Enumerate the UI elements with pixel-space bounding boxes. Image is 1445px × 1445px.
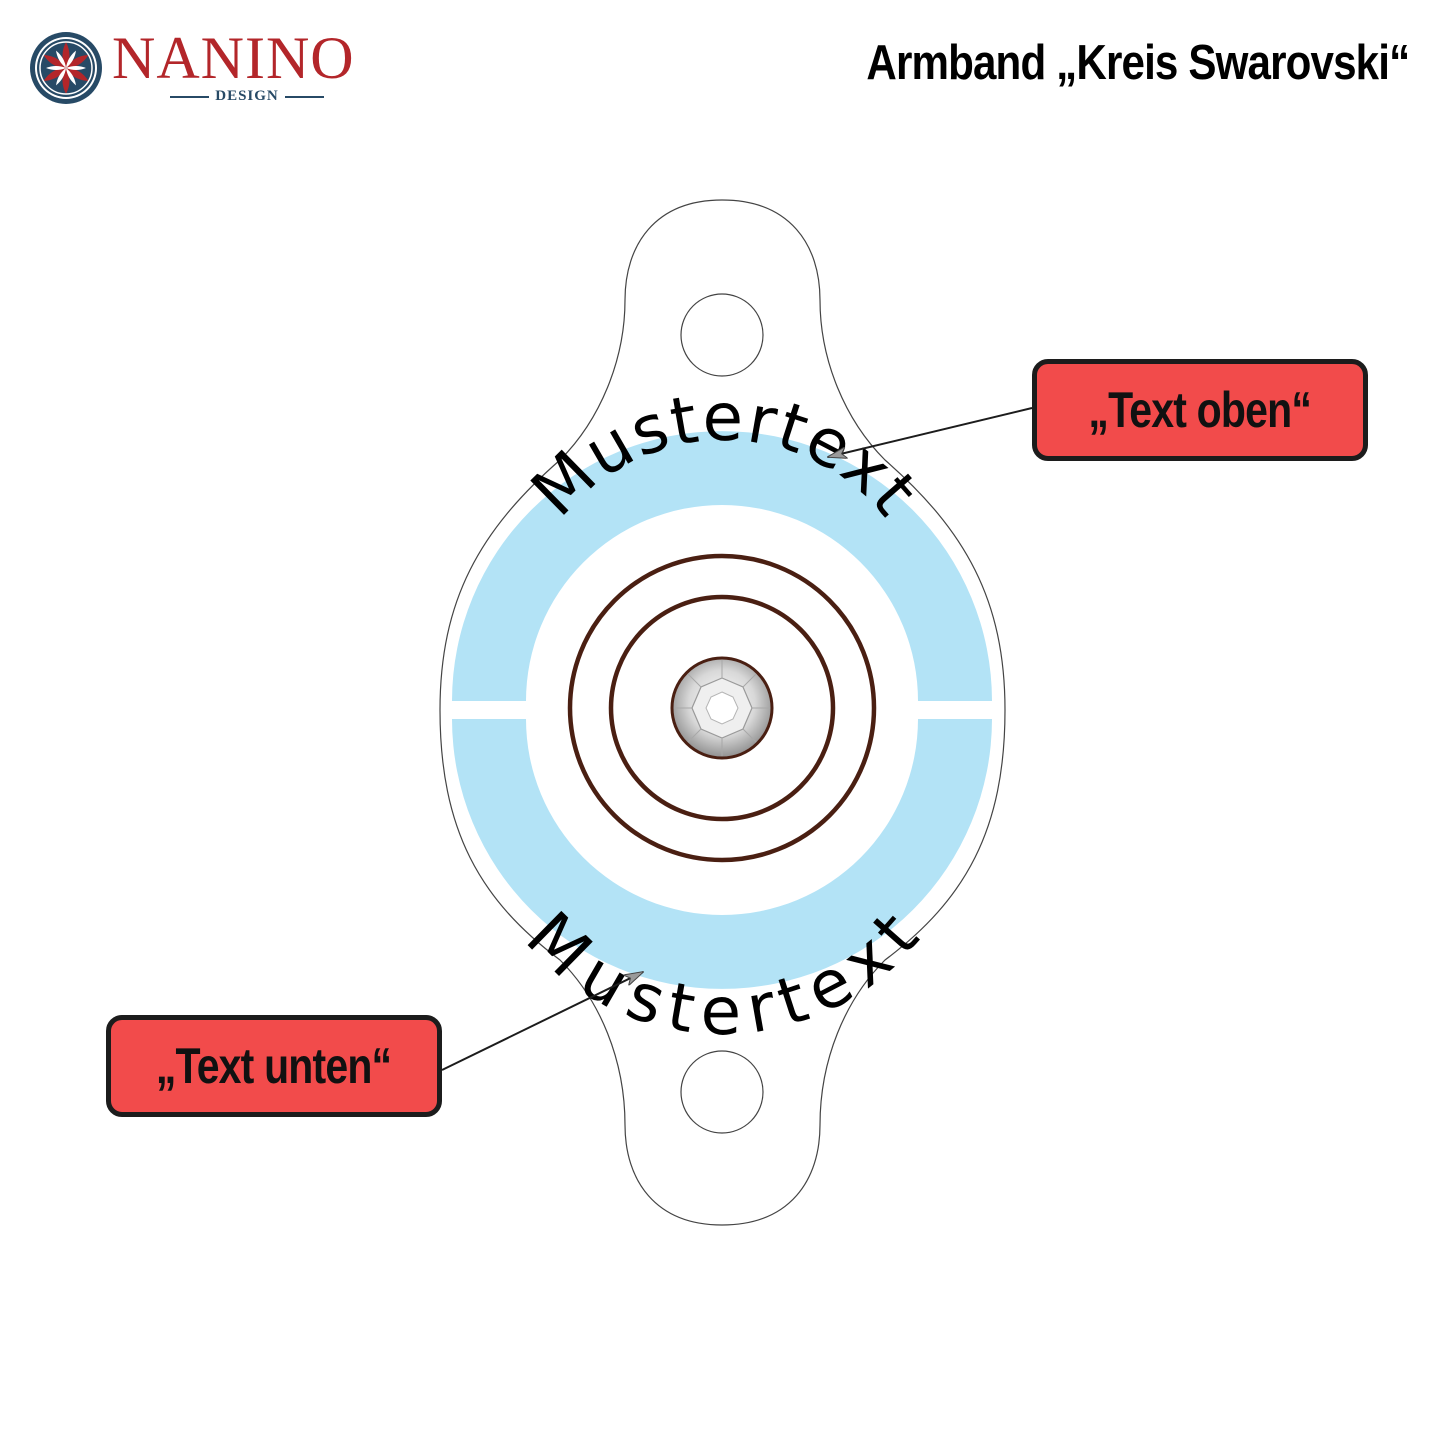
callout-text-bottom-label: „Text unten“ bbox=[156, 1038, 392, 1094]
brand-name: NANINO bbox=[112, 25, 355, 91]
page-title: Armband „Kreis Swarovski“ bbox=[866, 36, 1410, 90]
text-band-bottom bbox=[452, 719, 992, 989]
divider bbox=[170, 95, 210, 98]
outer-ring bbox=[567, 553, 877, 863]
brand-subtitle: DESIGN bbox=[170, 88, 324, 105]
brand-logo: NANINO DESIGN bbox=[28, 28, 388, 110]
flower-of-life-icon bbox=[30, 32, 102, 104]
callout-text-top-label: „Text oben“ bbox=[1088, 382, 1312, 438]
callout-text-bottom: „Text unten“ bbox=[106, 1015, 442, 1117]
callout-arrow-top bbox=[828, 407, 1033, 457]
brand-subtitle-text: DESIGN bbox=[215, 88, 279, 104]
text-band-top bbox=[452, 431, 992, 701]
strap-hole-top bbox=[680, 293, 764, 377]
swarovski-crystal-icon bbox=[670, 656, 774, 760]
inner-ring bbox=[608, 594, 836, 822]
callout-text-top: „Text oben“ bbox=[1032, 359, 1368, 461]
divider bbox=[284, 95, 324, 98]
callout-arrow-bottom bbox=[441, 972, 643, 1071]
strap-hole-bottom bbox=[680, 1050, 764, 1134]
